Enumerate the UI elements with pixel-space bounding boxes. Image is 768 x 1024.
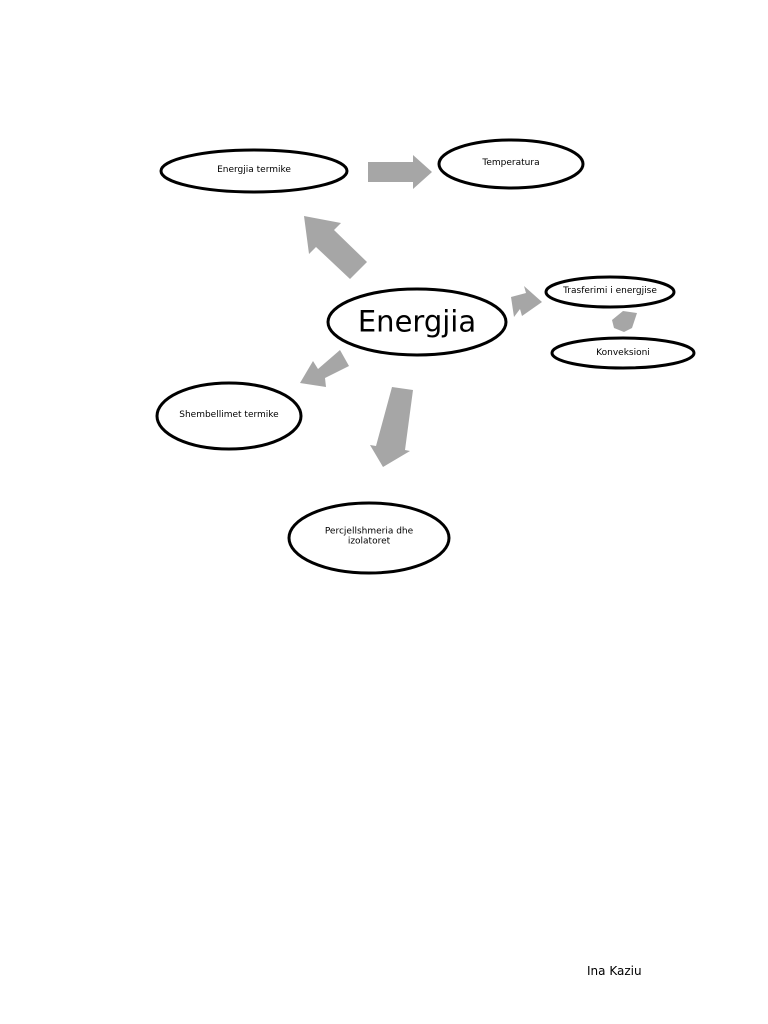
author-name: Ina Kaziu (587, 964, 642, 978)
node-konveksioni-shape (550, 336, 696, 370)
node-shembellimet-shape (155, 381, 303, 451)
node-trasferimi-shape (544, 275, 676, 309)
node-temperatura-shape (437, 138, 585, 190)
node-konveksioni-label: Konveksioni (596, 347, 650, 358)
arrow-to-energjia-termike (304, 216, 367, 279)
node-temperatura-label: Temperatura (482, 157, 540, 168)
node-shembellimet-label: Shembellimet termike (179, 409, 279, 420)
arrow-to-trasferimi (511, 286, 542, 317)
node-center-shape (326, 287, 508, 357)
node-trasferimi-label: Trasferimi i energjise (563, 285, 657, 296)
node-energjia-termike-label: Energjia termike (217, 164, 291, 175)
arrow-to-shembellimet (300, 350, 349, 387)
node-energjia-termike-shape (159, 148, 349, 194)
arrow-to-konveksioni (612, 311, 637, 332)
node-percjellshmeria-shape (287, 501, 451, 575)
node-percjellshmeria-label: Percjellshmeria dhe izolatoret (324, 526, 414, 547)
node-center-label: Energjia (357, 304, 477, 339)
arrow-to-percjellshmeria (370, 387, 413, 467)
arrow-to-temperatura (368, 155, 432, 189)
